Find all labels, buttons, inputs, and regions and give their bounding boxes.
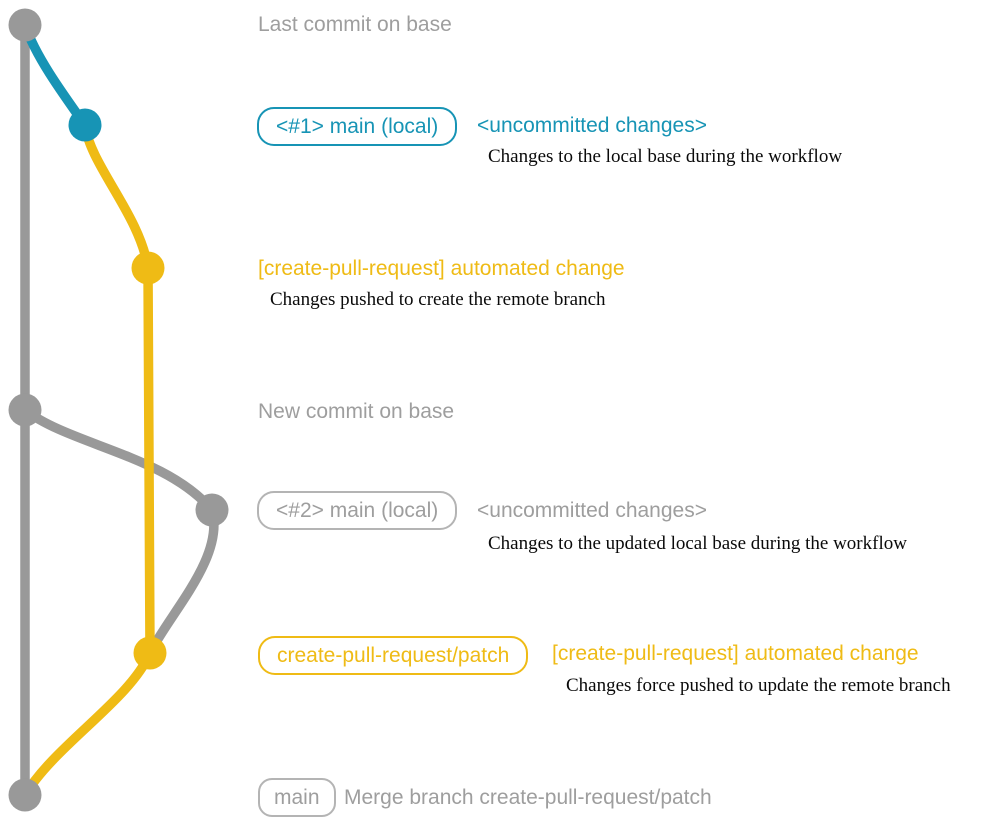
label-last-commit-on-base: Last commit on base	[258, 13, 452, 36]
branch-badge-patch: create-pull-request/patch	[258, 636, 529, 675]
commit-node-uncommitted-1	[68, 108, 102, 142]
description-pushed-to-create: Changes pushed to create the remote bran…	[270, 289, 606, 310]
commit-node-last-base	[8, 8, 42, 42]
branch-badge-main: main	[258, 778, 336, 817]
local-change-edge	[20, 20, 90, 130]
commit-graph	[8, 8, 229, 812]
label-merge-branch: Merge branch create-pull-request/patch	[344, 786, 712, 809]
label-automated-change-1: [create-pull-request] automated change	[258, 257, 625, 280]
commit-node-merge	[8, 778, 42, 812]
description-local-base-changes: Changes to the local base during the wor…	[488, 146, 843, 167]
label-new-commit-on-base: New commit on base	[258, 400, 455, 423]
merge-edge	[20, 648, 155, 800]
branch-badge-main-local-2: <#2> main (local)	[257, 491, 458, 530]
branch-badge-main-local-1: <#1> main (local)	[257, 107, 458, 146]
rebase-out-edge	[20, 405, 217, 515]
label-uncommitted-changes-1: <uncommitted changes>	[477, 114, 707, 137]
label-automated-change-2: [create-pull-request] automated change	[552, 642, 919, 665]
patch-branch-line	[143, 263, 155, 658]
patch-branch-out-edge	[80, 120, 153, 273]
description-updated-local-base: Changes to the updated local base during…	[488, 533, 907, 554]
commit-node-uncommitted-2	[195, 493, 229, 527]
commit-node-automated-change-2	[133, 636, 167, 670]
commit-node-automated-change-1	[131, 251, 165, 285]
rebase-in-edge	[145, 505, 219, 658]
label-uncommitted-changes-2: <uncommitted changes>	[477, 499, 707, 522]
description-force-pushed: Changes force pushed to update the remot…	[566, 675, 951, 696]
commit-node-new-base	[8, 393, 42, 427]
